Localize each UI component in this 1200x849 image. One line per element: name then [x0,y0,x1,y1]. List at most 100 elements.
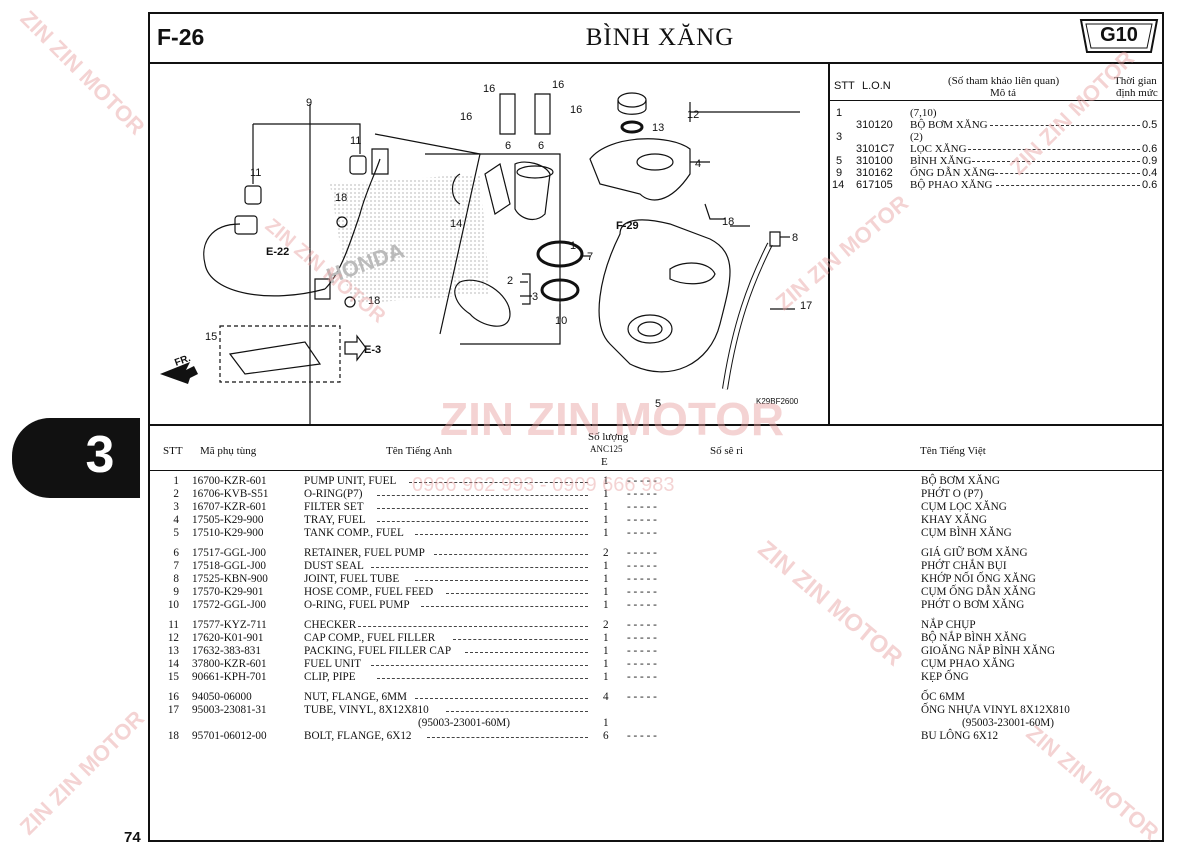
callout: 16 [570,104,582,116]
row-name-vi: ỐNG NHỰA VINYL 8X12X810 [921,704,1070,716]
row-leader [414,573,588,581]
callout: 18 [722,216,734,228]
ref-lon: 310120 [856,119,893,131]
row-model-dashes: - - - - - [627,488,657,500]
row-name-en: JOINT, FUEL TUBE [304,573,400,585]
ref-desc: BÌNH XĂNG [910,155,972,167]
callout: 16 [552,79,564,91]
callout: 12 [687,109,699,121]
row-name-en: TRAY, FUEL [304,514,366,526]
row-name-vi: PHỚT O BƠM XĂNG [921,599,1025,611]
row-part-no: 17632-383-831 [192,645,261,657]
row-stt: 7 [173,560,179,572]
row-stt: 8 [173,573,179,585]
row-name-en: HOSE COMP., FUEL FEED [304,586,434,598]
row-name-en: O-RING(P7) [304,488,363,500]
row-part-no: 90661-KPH-701 [192,671,267,683]
row-stt: 5 [173,527,179,539]
ref-stt: 3 [836,131,843,143]
exploded-diagram: HONDA 1 2 3 4 5 6 6 7 8 9 10 11 11 12 13… [160,79,812,424]
ref-desc: (2) [910,131,923,143]
row-part-no: 94050-06000 [192,691,252,703]
row-name-en: NUT, FLANGE, 6MM [304,691,407,703]
reference-panel-divider [828,62,830,425]
row-leader [377,514,588,522]
ref-desc: ỐNG DẪN XĂNG [910,167,995,179]
row-part-no: 16706-KVB-S51 [192,488,269,500]
callout: 6 [505,140,511,152]
col-qty: Số lượng [588,431,629,443]
row-name-vi: CỤM BÌNH XĂNG [921,527,1012,539]
row-qty: 1 [603,488,609,500]
row-part-no: 17572-GGL-J00 [192,599,266,611]
row-name-en: FILTER SET [304,501,364,513]
row-name-vi: BỘ NẮP BÌNH XĂNG [921,632,1027,644]
row-stt: 6 [173,547,179,559]
row-name-en: O-RING, FUEL PUMP [304,599,410,611]
row-qty: 1 [603,586,609,598]
row-model-dashes: - - - - - [627,547,657,559]
ref-lon: 310162 [856,167,893,179]
diagram-divider [148,424,1164,426]
callout: 8 [792,232,798,244]
row-model-dashes: - - - - - [627,645,657,657]
row-name-vi: (95003-23001-60M) [962,717,1054,729]
row-name-vi: BU LÔNG 6X12 [921,730,999,742]
callout: 10 [555,315,567,327]
ref-leader [990,173,1140,174]
ref-f29: F-29 [616,220,639,232]
watermark: 0966 962 993 - 0909 666 983 [412,474,675,496]
row-part-no: 16700-KZR-601 [192,475,267,487]
ref-time: 0.6 [1142,179,1158,191]
callout: 3 [532,291,538,303]
row-leader [446,586,588,594]
row-name-vi: NẮP CHỤP [921,619,976,631]
row-name-vi: BỘ BƠM XĂNG [921,475,1000,487]
row-part-no: 17577-KYZ-711 [192,619,267,631]
row-name-en: CHECKER [304,619,357,631]
callout: 11 [350,135,361,147]
row-leader [421,599,588,607]
ref-time: 0.4 [1142,167,1158,179]
ref-header-stt: STT [834,80,855,92]
group-badge: G10 [1079,17,1159,55]
row-name-en: TANK COMP., FUEL [304,527,404,539]
figure-code: F-26 [157,24,205,50]
row-stt: 16 [167,691,179,703]
callout: 16 [460,111,472,123]
callout: 7 [587,251,593,263]
row-leader [408,475,588,483]
row-qty: 1 [603,560,609,572]
row-part-no: 16707-KZR-601 [192,501,267,513]
ref-header-rule [830,100,1164,101]
ref-header-time: Thời gian [1114,75,1157,87]
ref-e22: E-22 [266,246,289,258]
row-stt: 2 [173,488,179,500]
row-qty: 2 [603,547,609,559]
chapter-number: 3 [85,426,115,484]
row-qty: 2 [603,619,609,631]
ref-e3: E-3 [364,344,381,356]
row-leader [377,501,588,509]
row-part-no: 17517-GGL-J00 [192,547,266,559]
row-name-vi: KHAY XĂNG [921,514,987,526]
ref-leader [996,185,1140,186]
row-part-no: 17525-KBN-900 [192,573,268,585]
ref-header-desc: Mô tả [990,87,1016,99]
row-leader [370,560,588,568]
ref-leader [990,125,1140,126]
callout: 14 [450,218,462,230]
table-header-divider [148,470,1164,471]
row-leader [358,619,588,627]
row-part-no: 17620-K01-901 [192,632,264,644]
row-model-dashes: - - - - - [627,560,657,572]
front-arrow-label: FR. [173,353,192,369]
row-stt: 3 [173,501,179,513]
row-qty: 1 [603,514,609,526]
